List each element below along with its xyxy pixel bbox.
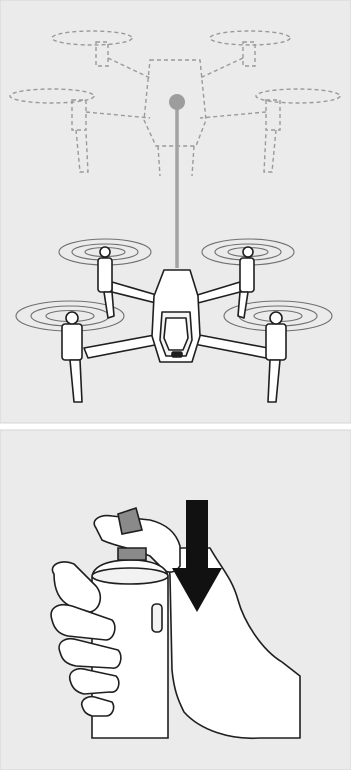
instruction-figure	[0, 0, 351, 770]
figure-svg	[0, 0, 351, 770]
